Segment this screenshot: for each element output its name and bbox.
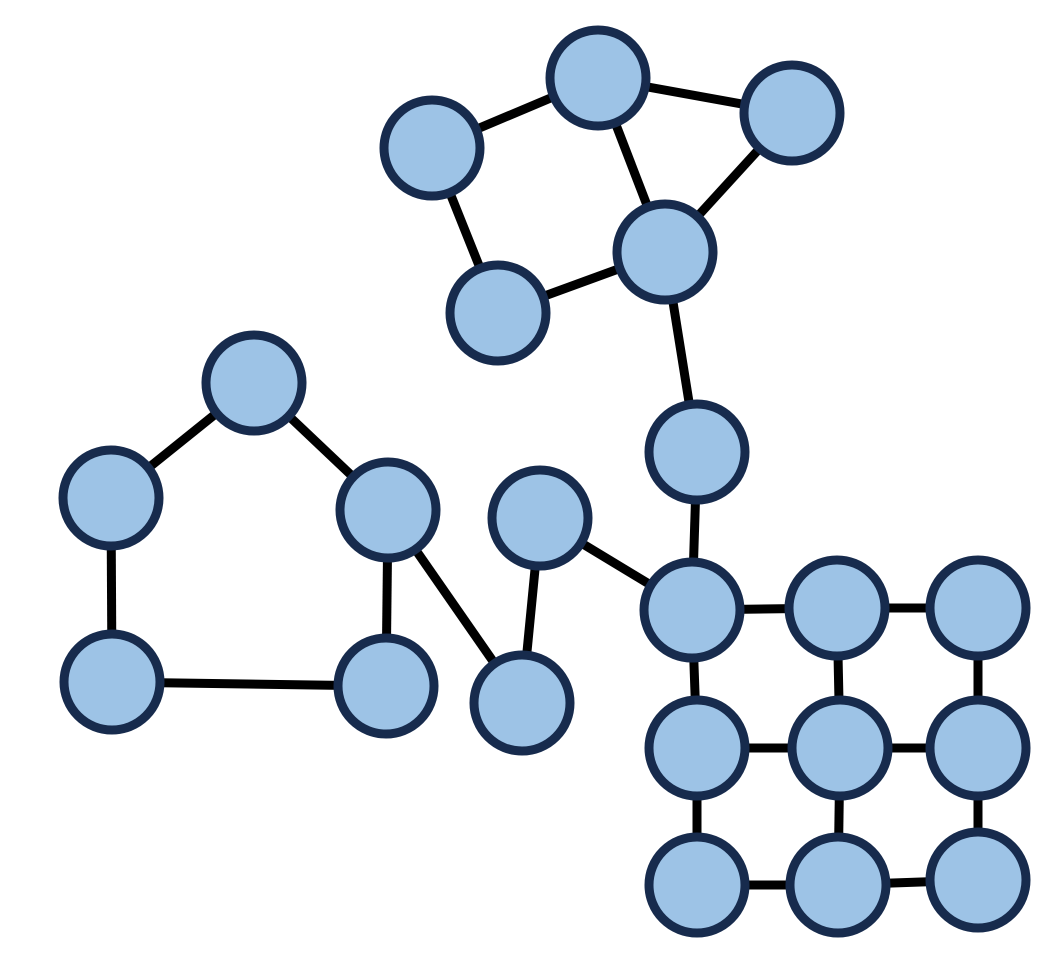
node-p1 [487,465,593,571]
node-g31 [644,832,750,938]
node-t5 [445,260,551,366]
node-t3 [739,60,845,166]
node-g23 [925,695,1031,801]
node-g21 [644,695,750,801]
node-g12 [784,555,890,661]
node-t4 [612,199,718,305]
node-p2 [469,650,575,756]
node-t1 [379,95,485,201]
node-g33 [925,827,1031,933]
node-h2 [335,457,441,563]
node-h4 [333,633,439,739]
node-g22 [787,695,893,801]
nodes-layer [58,25,1031,938]
node-g11 [639,557,745,663]
node-g32 [785,832,891,938]
node-link [644,399,750,505]
node-h3 [58,445,164,551]
node-t2 [545,25,651,131]
node-g13 [925,555,1031,661]
node-h1 [201,330,307,436]
node-h5 [59,629,165,735]
